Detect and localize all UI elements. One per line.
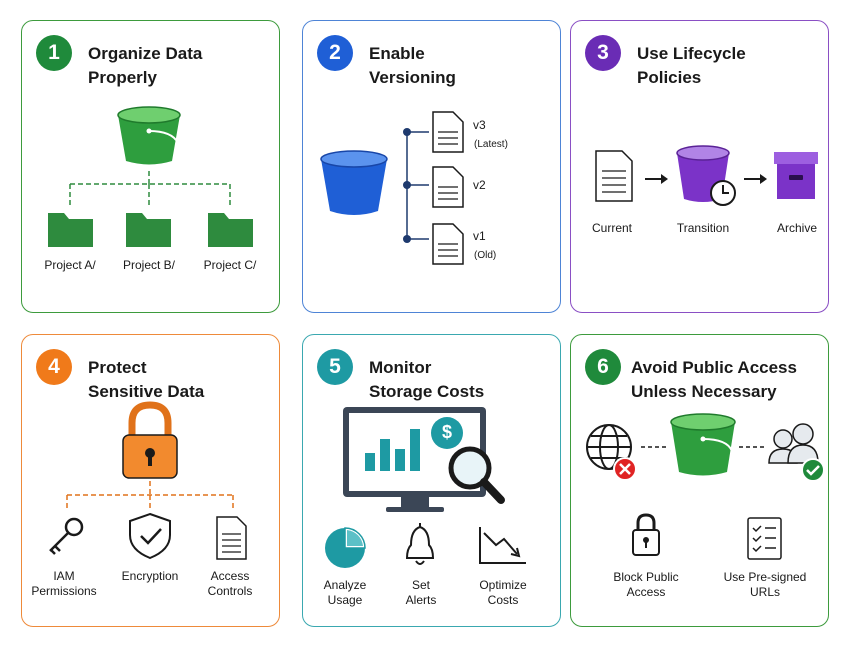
stage-label-archive: Archive — [776, 221, 817, 235]
stage-label-transition: Transition — [676, 221, 730, 235]
bell-icon — [405, 523, 435, 565]
block-public-access-label: Block Public Access — [613, 570, 679, 599]
connector-lines — [66, 481, 234, 508]
padlock-icon — [632, 513, 660, 556]
folder-label-a: Project A/ — [44, 258, 96, 272]
access-controls-label: Access Controls — [207, 569, 253, 598]
analyze-usage-label: Analyze Usage — [323, 578, 367, 607]
card-avoid-public-access: 6 Avoid Public Access Unless Necessary — [570, 334, 829, 627]
step-badge: 3 — [585, 35, 621, 71]
stage-label-current: Current — [591, 221, 632, 235]
step-badge: 2 — [317, 35, 353, 71]
version-label-v3: v3 — [473, 118, 486, 132]
optimize-costs-label: Optimize Costs — [479, 578, 527, 607]
users-icon — [768, 423, 819, 464]
archive-box-icon — [774, 152, 818, 199]
folder-icon — [208, 213, 253, 247]
set-alerts-label: Set Alerts — [405, 578, 437, 607]
connector-lines — [69, 171, 231, 207]
bucket-icon — [670, 413, 736, 476]
dollar-coin-icon — [431, 417, 463, 449]
card-title: Protect Sensitive Data — [88, 358, 205, 401]
step-badge: 4 — [36, 349, 72, 385]
checklist-icon — [747, 517, 782, 560]
version-label-v2: v2 — [473, 178, 486, 192]
step-badge: 5 — [317, 349, 353, 385]
padlock-icon — [122, 401, 178, 479]
card-lifecycle-policies: 3 Use Lifecycle Policies — [570, 20, 829, 313]
organize-diagram — [48, 106, 253, 247]
magnifier-icon — [448, 446, 505, 504]
check-badge-icon — [801, 458, 825, 482]
dollar-sign: $ — [441, 422, 452, 442]
card-title: Avoid Public Access Unless Necessary — [631, 358, 797, 401]
key-icon — [49, 517, 84, 555]
card-title: Organize Data Properly — [88, 44, 203, 87]
arrow-right-icon — [645, 174, 668, 184]
bucket-icon — [320, 150, 388, 215]
version-note-old: (Old) — [474, 250, 497, 261]
version-label-v1: v1 — [473, 229, 486, 243]
step-badge: 6 — [585, 349, 621, 385]
folder-label-c: Project C/ — [203, 258, 257, 272]
protect-diagram — [49, 401, 247, 560]
folder-label-b: Project B/ — [122, 258, 176, 272]
document-icon — [595, 150, 633, 202]
bucket-icon — [117, 106, 181, 165]
iam-permissions-label: IAM Permissions — [31, 569, 97, 598]
card-organize-data: 1 Organize Data Properly Project A/ Proj… — [21, 20, 280, 313]
lifecycle-diagram — [595, 145, 818, 206]
folder-icon — [126, 213, 171, 247]
card-protect-data: 4 Protect Sensitive Data — [21, 334, 280, 627]
error-x-icon — [613, 457, 637, 481]
versioning-diagram — [320, 111, 464, 265]
shield-check-icon — [129, 512, 171, 560]
card-title: Monitor Storage Costs — [369, 358, 485, 401]
trend-down-icon — [479, 527, 526, 564]
card-title: Enable Versioning — [369, 44, 456, 87]
card-title: Use Lifecycle Policies — [637, 44, 746, 87]
encryption-label: Encryption — [121, 569, 179, 583]
bar-chart-icon — [365, 429, 420, 471]
card-enable-versioning: 2 Enable Versioning v3 — [302, 20, 561, 313]
version-note-latest: (Latest) — [474, 139, 508, 150]
clock-icon — [710, 180, 736, 206]
folder-icon — [48, 213, 93, 247]
presigned-urls-label: Use Pre-signed URLs — [723, 570, 807, 599]
public-access-diagram — [586, 413, 825, 560]
pie-chart-icon — [325, 527, 366, 568]
step-badge: 1 — [36, 35, 72, 71]
arrow-right-icon — [744, 174, 767, 184]
monitor-diagram — [325, 407, 526, 568]
document-icon — [216, 516, 247, 560]
card-monitor-costs: 5 Monitor Storage Costs — [302, 334, 561, 627]
